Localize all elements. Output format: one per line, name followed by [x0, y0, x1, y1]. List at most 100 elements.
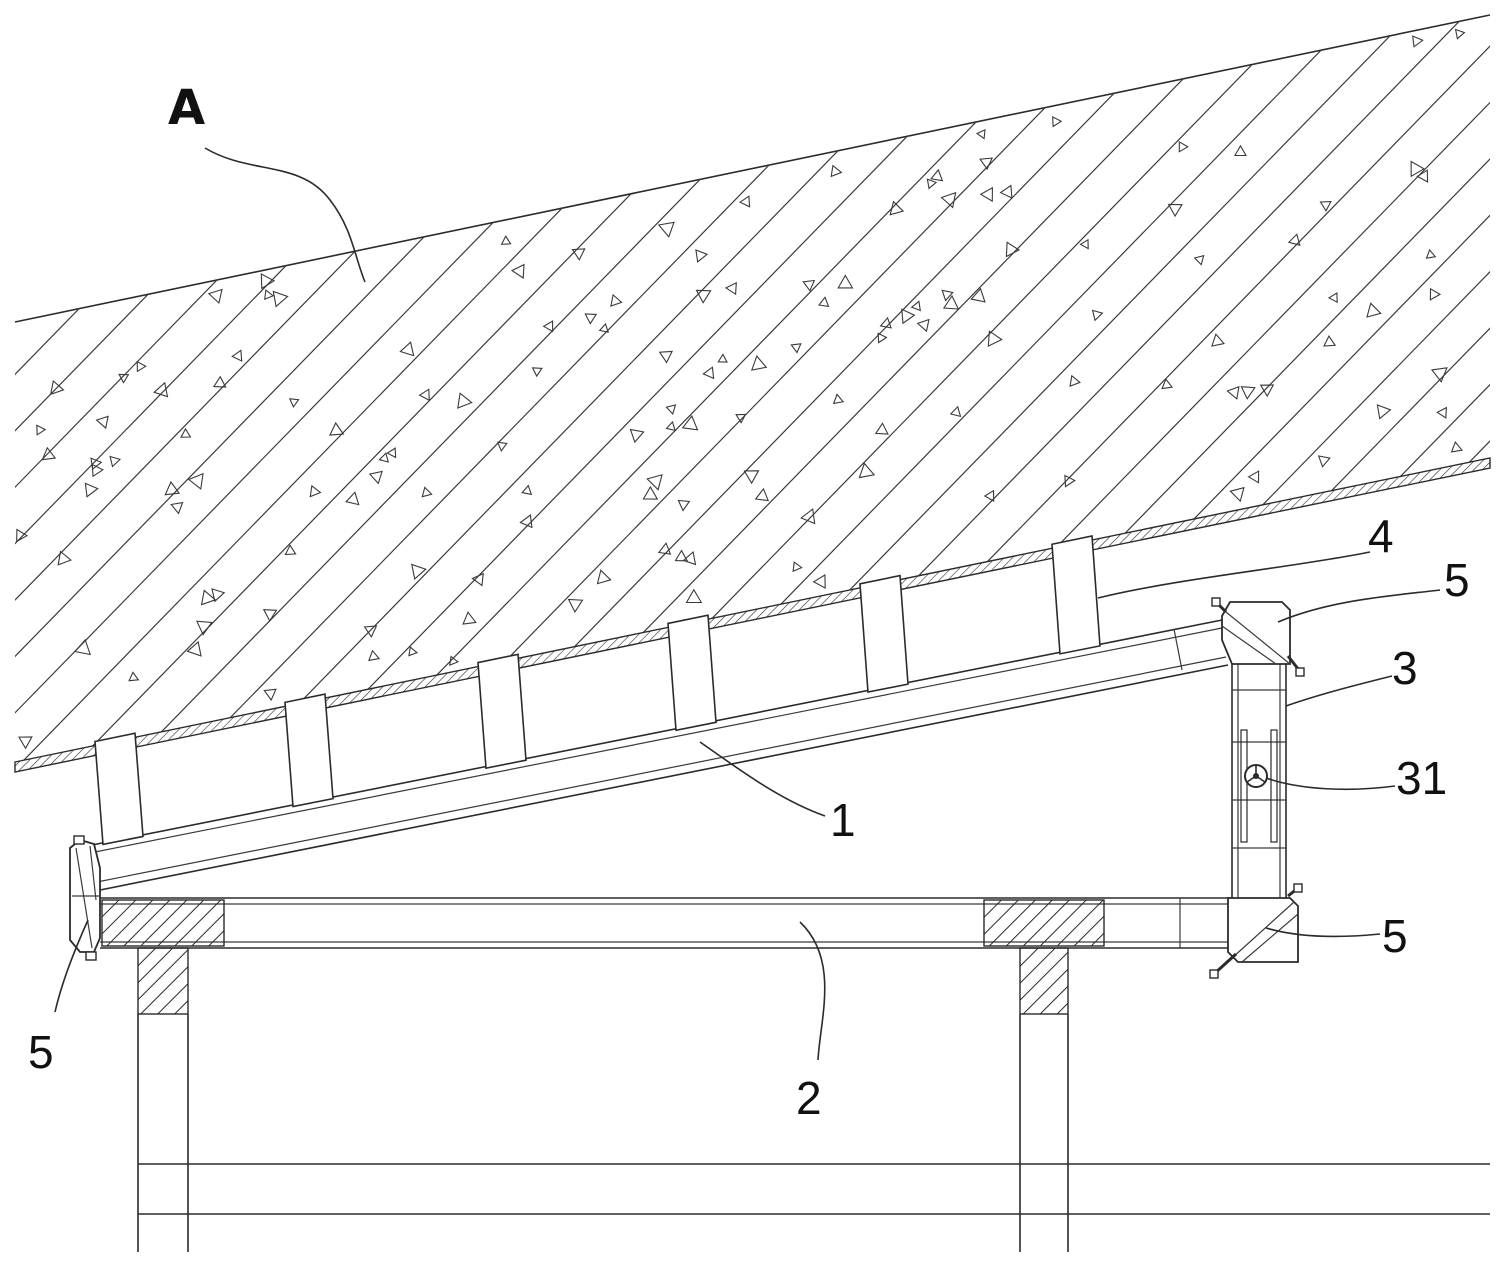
aggregate-mark — [677, 499, 691, 512]
aggregate-mark — [411, 563, 427, 580]
aggregate-mark — [916, 318, 930, 333]
aggregate-mark — [91, 463, 105, 478]
column-cap-right — [1019, 947, 1069, 1015]
vertical-post-3 — [1231, 664, 1287, 898]
column-cap-left — [137, 947, 189, 1015]
aggregate-mark — [1064, 474, 1076, 488]
aggregate-mark — [754, 487, 770, 502]
aggregate-mark — [500, 235, 512, 245]
aggregate-mark — [1317, 455, 1331, 468]
aggregate-mark — [399, 341, 415, 357]
aggregate-mark — [186, 640, 202, 657]
aggregate-mark — [1430, 367, 1448, 383]
hatch-line — [1029, 15, 1490, 762]
aggregate-mark — [1167, 203, 1183, 218]
joint-5-top — [1211, 597, 1305, 677]
aggregate-mark — [792, 561, 803, 573]
aggregate-mark — [128, 671, 140, 682]
hatch-line — [919, 15, 1490, 762]
aggregate-mark — [90, 457, 103, 471]
label-4: 4 — [1368, 510, 1394, 562]
leader-31 — [1265, 777, 1396, 791]
aggregate-mark — [681, 414, 699, 431]
aggregate-mark — [368, 470, 383, 485]
aggregate-mark — [363, 625, 378, 638]
support-block — [667, 614, 717, 732]
aggregate-mark — [750, 355, 768, 371]
slab-hatch — [15, 15, 1490, 762]
aggregate-mark — [979, 157, 993, 171]
hatch-line — [15, 15, 711, 762]
aggregate-mark — [521, 484, 533, 496]
aggregate-mark — [724, 281, 737, 296]
aggregate-mark — [657, 542, 672, 555]
leader-2 — [799, 921, 826, 1061]
label-1: 1 — [830, 794, 856, 846]
aggregate-mark — [979, 186, 993, 203]
aggregate-mark — [830, 164, 843, 178]
hatch-line — [1139, 15, 1490, 762]
hatch-line — [644, 15, 1426, 762]
aggregate-mark — [970, 287, 986, 303]
label-31: 31 — [1396, 752, 1447, 804]
aggregate-mark — [571, 248, 586, 261]
label-2: 2 — [796, 1072, 822, 1124]
aggregate-mark — [999, 184, 1013, 199]
label-3: 3 — [1392, 642, 1418, 694]
aggregate-mark — [263, 688, 277, 702]
aggregate-mark — [1376, 404, 1392, 420]
aggregate-mark — [386, 447, 397, 459]
aggregate-mark — [200, 589, 217, 606]
hatch-line — [15, 15, 656, 762]
aggregate-mark — [596, 569, 612, 585]
aggregate-mark — [1412, 35, 1424, 48]
aggregate-mark — [1366, 302, 1382, 318]
aggregate-mark — [496, 441, 508, 452]
leader-4 — [1097, 551, 1371, 599]
beam-pad-left — [101, 899, 225, 947]
aggregate-mark — [284, 544, 297, 556]
aggregate-mark — [471, 572, 484, 587]
aggregate-mark — [739, 195, 751, 208]
aggregate-mark — [567, 598, 584, 613]
aggregate-mark — [926, 178, 938, 190]
aggregate-mark — [262, 609, 278, 622]
aggregate-mark — [1091, 309, 1104, 322]
support-block — [1051, 535, 1101, 655]
aggregate-mark — [118, 373, 130, 384]
aggregate-mark — [212, 375, 227, 388]
aggregate-mark — [36, 424, 47, 436]
aggregate-mark — [665, 404, 677, 415]
hatch-line — [1359, 15, 1490, 762]
aggregate-mark — [743, 470, 760, 485]
aggregate-mark — [368, 649, 381, 662]
aggregate-mark — [1323, 335, 1337, 347]
aggregate-mark — [542, 320, 554, 333]
aggregate-mark — [717, 353, 728, 363]
aggregate-mark — [57, 550, 72, 566]
aggregate-mark — [95, 415, 109, 430]
aggregate-mark — [942, 294, 960, 310]
label-5-left: 5 — [28, 1026, 54, 1078]
hatch-line — [534, 15, 1316, 762]
aggregate-mark — [449, 655, 459, 666]
aggregate-mark — [288, 398, 300, 408]
aggregate-mark — [941, 289, 954, 302]
aggregate-mark — [1069, 374, 1081, 387]
aggregate-mark — [858, 462, 876, 479]
aggregate-mark — [309, 484, 322, 498]
aggregate-mark — [1226, 385, 1240, 400]
aggregate-mark — [519, 513, 533, 529]
beam-pad-right — [983, 899, 1105, 947]
aggregate-mark — [790, 343, 802, 354]
slab-aggregate — [16, 28, 1466, 750]
aggregate-mark — [1287, 233, 1301, 246]
support-block — [477, 653, 527, 770]
aggregate-mark — [1193, 254, 1205, 266]
aggregate-mark — [1429, 287, 1442, 301]
aggregate-mark — [1178, 140, 1189, 153]
aggregate-mark — [1052, 115, 1063, 128]
aggregate-mark — [510, 263, 525, 279]
aggregate-mark — [629, 428, 645, 444]
aggregate-mark — [164, 480, 181, 496]
